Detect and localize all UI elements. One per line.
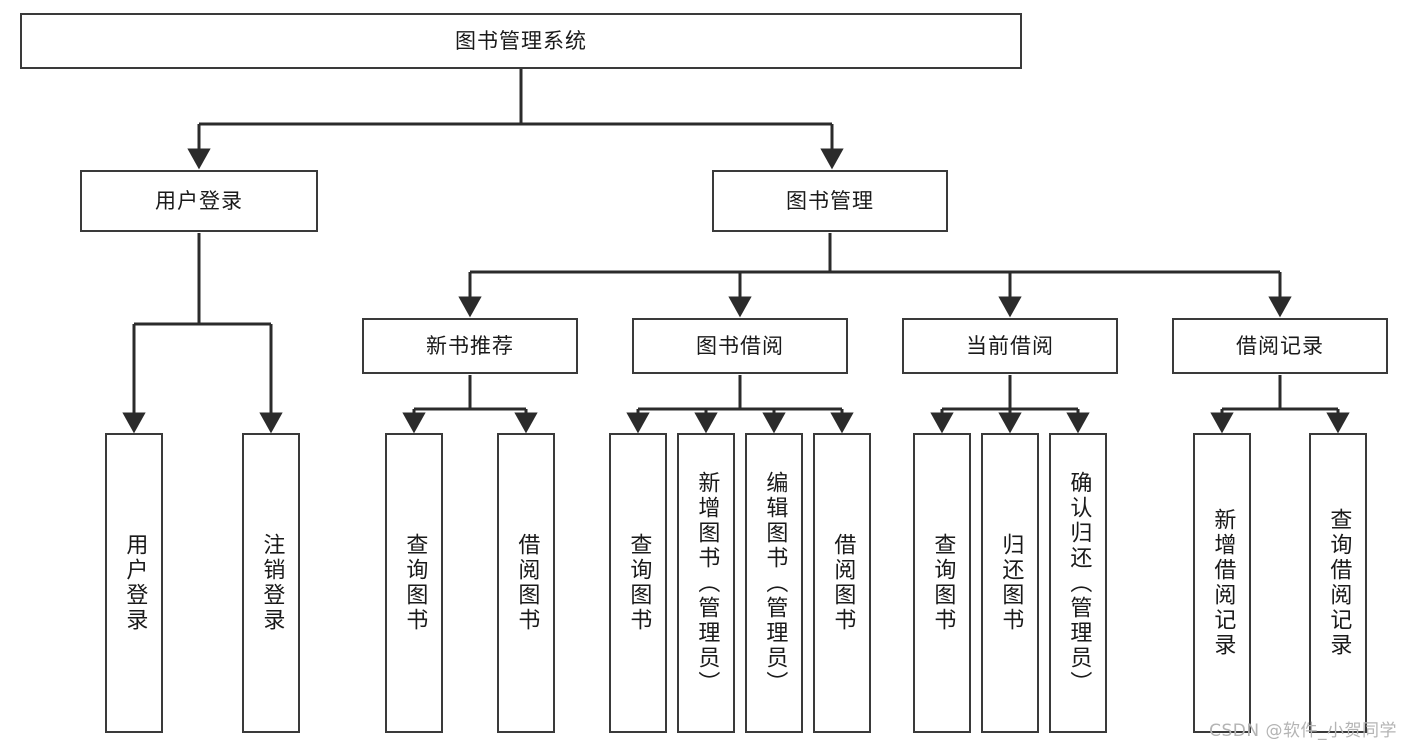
node-new-book-rec-label: 新书推荐 <box>426 333 514 358</box>
node-leaf-return-book[interactable]: 归还图书 <box>981 433 1039 733</box>
node-leaf-logout[interactable]: 注销登录 <box>242 433 300 733</box>
node-user-login[interactable]: 用户登录 <box>80 170 318 232</box>
node-leaf-edit-book-label: 编辑图书（管理员） <box>762 470 788 696</box>
node-leaf-add-record-label: 新增借阅记录 <box>1210 508 1236 658</box>
node-leaf-query-book-3[interactable]: 查询图书 <box>913 433 971 733</box>
node-leaf-borrow-book-2-label: 借阅图书 <box>830 533 856 633</box>
node-leaf-user-login[interactable]: 用户登录 <box>105 433 163 733</box>
node-leaf-query-record-label: 查询借阅记录 <box>1326 508 1352 658</box>
node-current-borrow[interactable]: 当前借阅 <box>902 318 1118 374</box>
node-root[interactable]: 图书管理系统 <box>20 13 1022 69</box>
node-leaf-confirm-return[interactable]: 确认归还（管理员） <box>1049 433 1107 733</box>
node-user-login-label: 用户登录 <box>155 188 243 213</box>
node-leaf-borrow-book-2[interactable]: 借阅图书 <box>813 433 871 733</box>
node-book-borrow-label: 图书借阅 <box>696 333 784 358</box>
node-book-borrow[interactable]: 图书借阅 <box>632 318 848 374</box>
node-root-label: 图书管理系统 <box>455 28 587 53</box>
node-leaf-add-book[interactable]: 新增图书（管理员） <box>677 433 735 733</box>
node-current-borrow-label: 当前借阅 <box>966 333 1054 358</box>
node-new-book-rec[interactable]: 新书推荐 <box>362 318 578 374</box>
node-borrow-record-label: 借阅记录 <box>1236 333 1324 358</box>
node-leaf-query-book-2-label: 查询图书 <box>626 533 652 633</box>
node-leaf-edit-book[interactable]: 编辑图书（管理员） <box>745 433 803 733</box>
node-leaf-confirm-return-label: 确认归还（管理员） <box>1066 470 1092 696</box>
node-leaf-query-book-3-label: 查询图书 <box>930 533 956 633</box>
node-leaf-query-record[interactable]: 查询借阅记录 <box>1309 433 1367 733</box>
node-leaf-add-book-label: 新增图书（管理员） <box>694 470 720 696</box>
node-leaf-user-login-label: 用户登录 <box>122 533 148 633</box>
node-borrow-record[interactable]: 借阅记录 <box>1172 318 1388 374</box>
watermark-text: CSDN @软件_小贺同学 <box>1209 721 1397 741</box>
node-leaf-query-book-1[interactable]: 查询图书 <box>385 433 443 733</box>
node-book-manage[interactable]: 图书管理 <box>712 170 948 232</box>
node-leaf-logout-label: 注销登录 <box>259 533 285 633</box>
node-leaf-return-book-label: 归还图书 <box>998 533 1024 633</box>
node-leaf-borrow-book-1[interactable]: 借阅图书 <box>497 433 555 733</box>
node-leaf-add-record[interactable]: 新增借阅记录 <box>1193 433 1251 733</box>
node-leaf-query-book-2[interactable]: 查询图书 <box>609 433 667 733</box>
node-leaf-query-book-1-label: 查询图书 <box>402 533 428 633</box>
node-leaf-borrow-book-1-label: 借阅图书 <box>514 533 540 633</box>
node-book-manage-label: 图书管理 <box>786 188 874 213</box>
